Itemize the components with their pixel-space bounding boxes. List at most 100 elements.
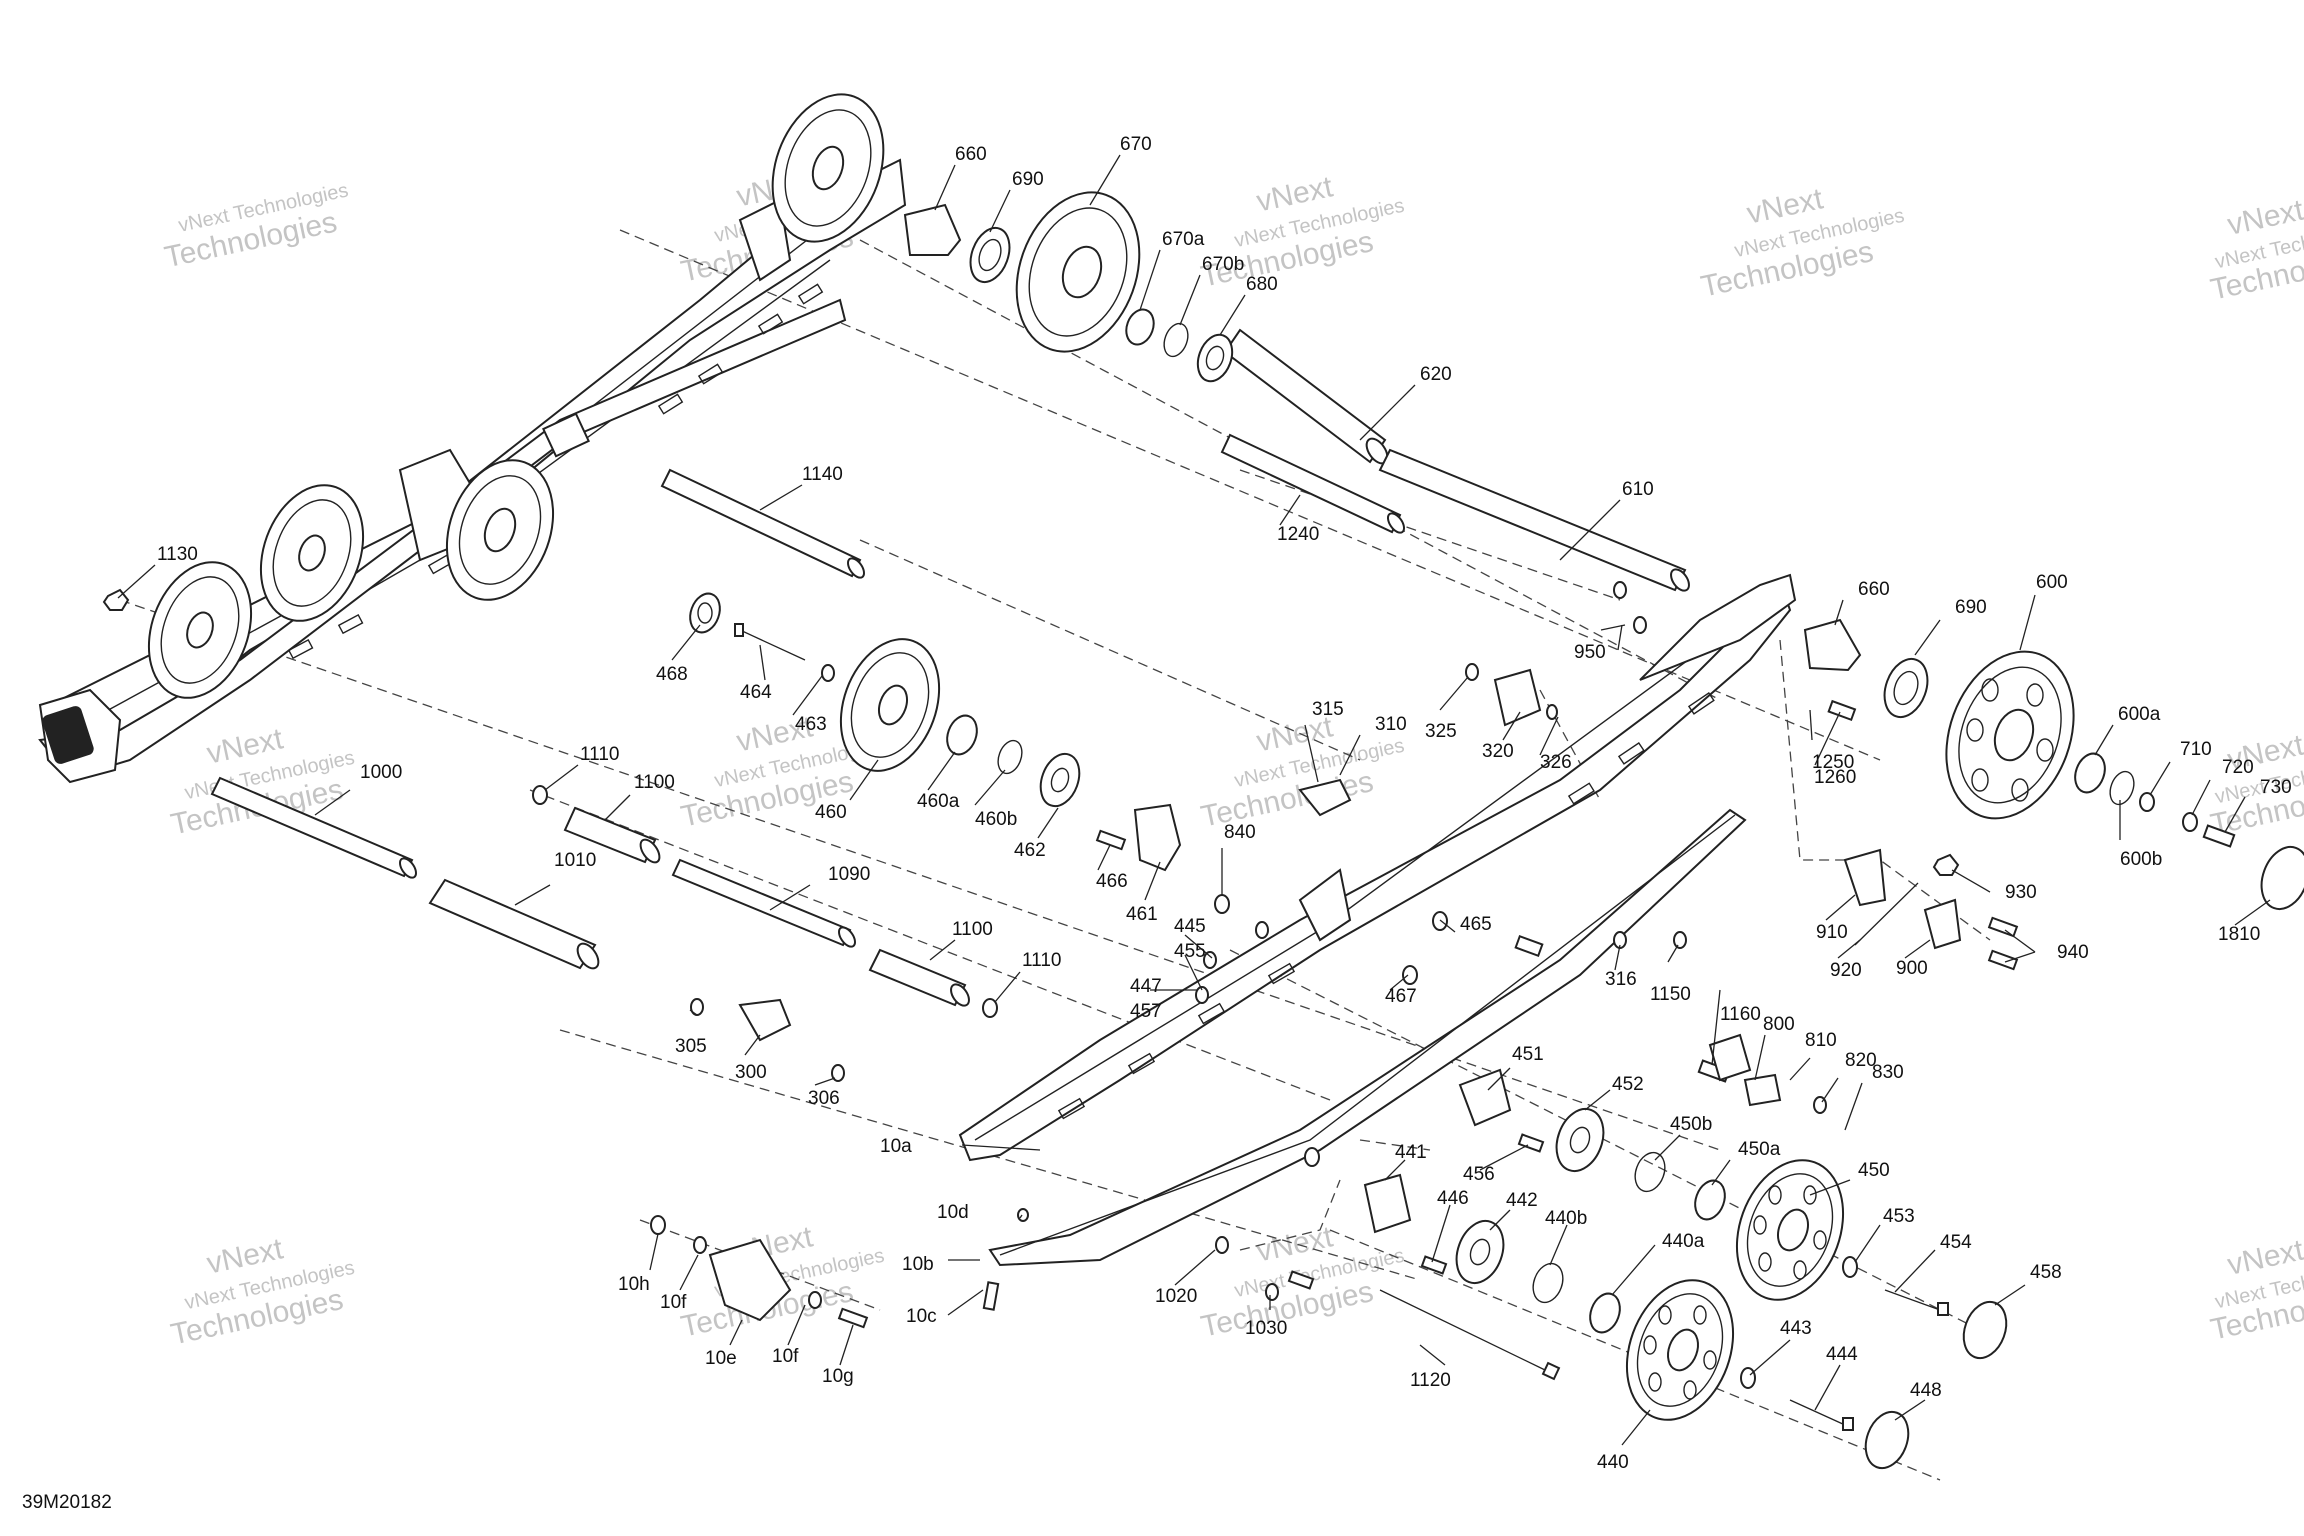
part-callout-465: 465 (1460, 914, 1492, 935)
part-callout-720: 720 (2222, 757, 2254, 778)
tube-1100-left (563, 806, 661, 864)
part-callout-690: 690 (1012, 169, 1044, 190)
shaft-1240 (1220, 433, 1405, 534)
small-parts (102, 203, 2304, 1470)
left-rail-wheel (147, 561, 253, 699)
part-callout-452: 452 (1612, 1074, 1644, 1095)
part-callout-450a: 450a (1738, 1139, 1781, 1160)
part-callout-316: 316 (1605, 969, 1637, 990)
part-callout-454: 454 (1940, 1232, 1972, 1253)
part-callout-800: 800 (1763, 1014, 1795, 1035)
part-callout-10e: 10e (705, 1348, 737, 1369)
part-callout-326: 326 (1540, 752, 1572, 773)
part-callout-660: 660 (955, 144, 987, 165)
part-callout-447: 447 (1130, 976, 1162, 997)
wheel-670 (1015, 191, 1141, 353)
bolt-1120 (1379, 1289, 1561, 1381)
bolt-454 (1884, 1289, 1949, 1316)
tube-1100-right (868, 948, 970, 1007)
part-callout-830: 830 (1872, 1062, 1904, 1083)
part-callout-900: 900 (1896, 958, 1928, 979)
part-callout-325: 325 (1425, 721, 1457, 742)
part-callout-1020: 1020 (1155, 1286, 1197, 1307)
part-callout-440a: 440a (1662, 1231, 1705, 1252)
part-callout-461: 461 (1126, 904, 1158, 925)
part-callout-460a: 460a (917, 791, 960, 812)
part-callout-440b: 440b (1545, 1208, 1587, 1229)
part-callout-315: 315 (1312, 699, 1344, 720)
part-callout-620: 620 (1420, 364, 1452, 385)
part-callout-441: 441 (1395, 1142, 1427, 1163)
part-callout-1150: 1150 (1650, 984, 1691, 1005)
part-callout-1140: 1140 (802, 464, 843, 485)
left-rail-wheel (259, 484, 365, 622)
part-callout-940: 940 (2057, 942, 2089, 963)
part-callout-10f2: 10f (772, 1346, 799, 1367)
part-callout-443: 443 (1780, 1318, 1812, 1339)
part-callout-464: 464 (740, 682, 772, 703)
part-callout-442: 442 (1506, 1190, 1538, 1211)
part-callout-305: 305 (675, 1036, 707, 1057)
part-callout-466: 466 (1096, 871, 1128, 892)
part-callout-468: 468 (656, 664, 688, 685)
part-callout-460b: 460b (975, 809, 1017, 830)
part-callout-670a: 670a (1162, 229, 1205, 250)
shaft-1000 (210, 776, 417, 879)
part-callout-600: 600 (2036, 572, 2068, 593)
part-callout-10c: 10c (906, 1306, 937, 1327)
part-callout-463: 463 (795, 714, 827, 735)
part-callout-670b: 670b (1202, 254, 1244, 275)
bolt-464 (734, 623, 806, 661)
part-callout-600a: 600a (2118, 704, 2161, 725)
shaft-610 (1378, 448, 1690, 592)
part-callout-1810: 1810 (2218, 924, 2260, 945)
part-callout-820: 820 (1845, 1050, 1877, 1071)
part-callout-450b: 450b (1670, 1114, 1712, 1135)
part-callout-300: 300 (735, 1062, 767, 1083)
part-callout-670: 670 (1120, 134, 1152, 155)
part-callout-1240: 1240 (1277, 524, 1319, 545)
part-callout-320: 320 (1482, 741, 1514, 762)
part-callout-10f: 10f (660, 1292, 687, 1313)
part-callout-10d: 10d (937, 1202, 969, 1223)
part-callout-1110b: 1110 (1022, 950, 1061, 971)
leader-lines (117, 154, 2271, 1446)
part-callout-1030: 1030 (1245, 1318, 1287, 1339)
part-callout-690b: 690 (1955, 597, 1987, 618)
part-callout-440: 440 (1597, 1452, 1629, 1473)
part-callout-1130: 1130 (157, 544, 198, 565)
part-callout-457: 457 (1130, 1001, 1162, 1022)
wheel-450 (1735, 1159, 1845, 1301)
part-callout-1160: 1160 (1720, 1004, 1761, 1025)
shaft-1140 (660, 468, 865, 579)
drawing-number: 39M20182 (22, 1492, 112, 1513)
part-callout-467: 467 (1385, 986, 1417, 1007)
part-callout-450: 450 (1858, 1160, 1890, 1181)
left-rail-wheel (771, 93, 885, 243)
part-callout-610: 610 (1622, 479, 1654, 500)
part-callout-600b: 600b (2120, 849, 2162, 870)
part-callout-1120: 1120 (1410, 1370, 1451, 1391)
part-callout-660b: 660 (1858, 579, 1890, 600)
shaft-920 (1854, 882, 1919, 946)
wheels (839, 191, 2075, 1421)
part-callout-455: 455 (1174, 941, 1206, 962)
part-callout-950: 950 (1574, 642, 1606, 663)
part-callout-10g: 10g (822, 1366, 854, 1387)
part-callout-1110: 1110 (580, 744, 619, 765)
part-callout-10b: 10b (902, 1254, 934, 1275)
part-callout-910: 910 (1816, 922, 1848, 943)
part-callout-1000: 1000 (360, 762, 402, 783)
part-callout-448: 448 (1910, 1380, 1942, 1401)
part-callout-462: 462 (1014, 840, 1046, 861)
part-callout-930: 930 (2005, 882, 2037, 903)
part-callout-1090: 1090 (828, 864, 870, 885)
wheel-440 (1625, 1279, 1735, 1421)
bolt-444 (1789, 1399, 1854, 1431)
part-callout-456: 456 (1463, 1164, 1495, 1185)
part-callout-446: 446 (1437, 1188, 1469, 1209)
part-callout-460: 460 (815, 802, 847, 823)
wheel-460 (839, 638, 941, 772)
